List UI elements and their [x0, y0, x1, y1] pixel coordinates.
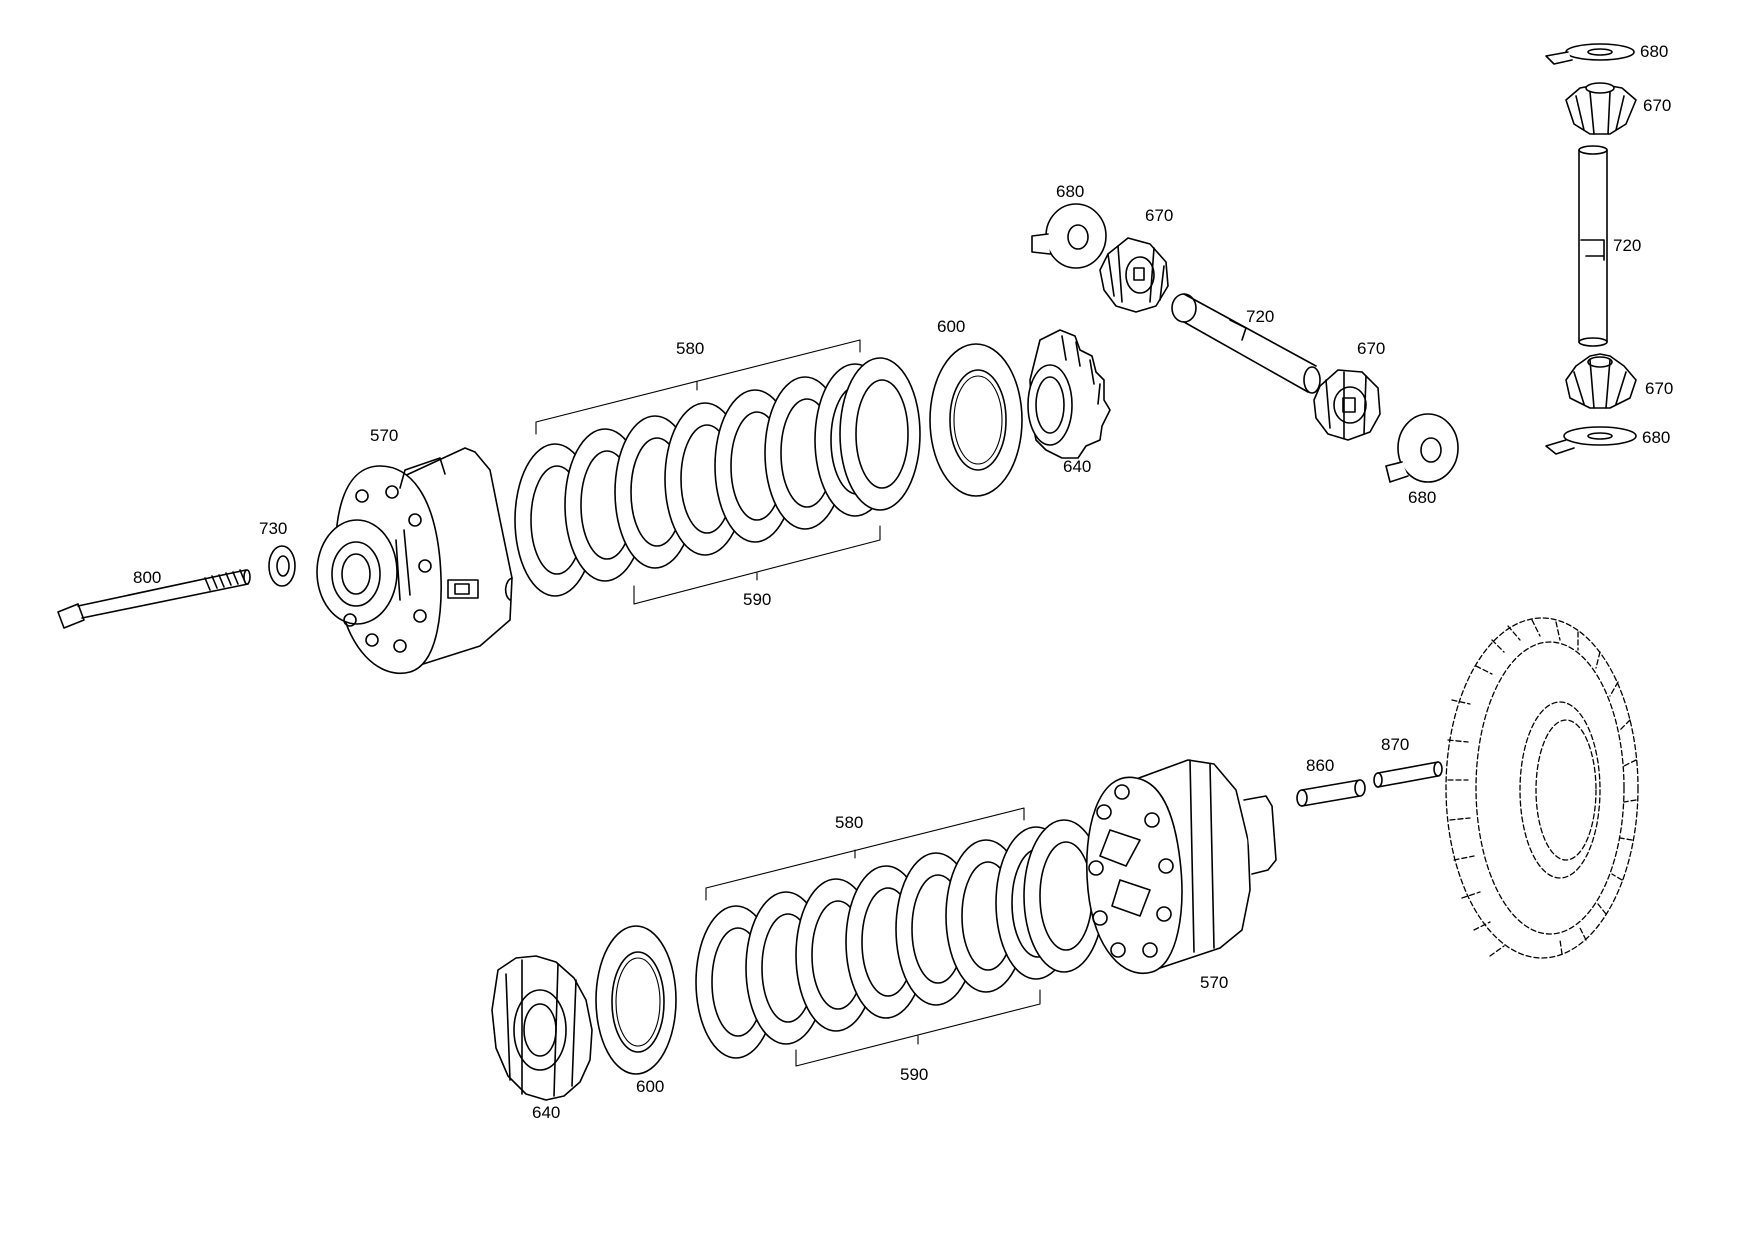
- callout-670-stack-top: 670: [1643, 96, 1672, 115]
- pin-860: [1296, 779, 1366, 807]
- thrust-washer-680-stack-top: [1545, 43, 1635, 65]
- callout-640-top: 640: [1063, 457, 1092, 476]
- washer-730: [268, 545, 296, 587]
- thrust-washer-680-mid-right: [1385, 413, 1459, 483]
- callout-670-stack-bottom: 670: [1645, 379, 1674, 398]
- housing-570-bottom: [1085, 759, 1277, 975]
- pinion-670-mid-top: [1099, 237, 1169, 313]
- callout-680-mid-right: 680: [1408, 488, 1437, 507]
- thrust-washer-680-stack-bottom: [1545, 426, 1637, 455]
- cross-pin-720-stack: [1578, 145, 1608, 347]
- callout-600-top: 600: [937, 317, 966, 336]
- callout-870: 870: [1381, 735, 1410, 754]
- pinion-stack-right: [1545, 43, 1637, 455]
- callout-680-mid-top: 680: [1056, 182, 1085, 201]
- callout-800: 800: [133, 568, 162, 587]
- disc-600-top: [929, 343, 1023, 497]
- pin-870: [1373, 761, 1443, 788]
- callout-720-stack: 720: [1613, 236, 1642, 255]
- callout-860: 860: [1306, 756, 1335, 775]
- ring-gear-dashed: [1445, 617, 1639, 959]
- cross-pin-720-mid: [1171, 293, 1321, 394]
- housing-570-top: [316, 447, 513, 675]
- plate-stack-580-590-bottom: [695, 807, 1105, 1067]
- callout-680-stack-top: 680: [1640, 42, 1669, 61]
- disc-600-bottom: [595, 925, 677, 1075]
- callout-590-bottom: 590: [900, 1065, 929, 1084]
- pinion-670-stack-bottom: [1565, 353, 1637, 409]
- callout-670-mid-top: 670: [1145, 206, 1174, 225]
- side-gear-640-top: [1027, 329, 1111, 459]
- callout-720-mid: 720: [1246, 307, 1275, 326]
- callout-570-bottom: 570: [1200, 973, 1229, 992]
- pinion-670-mid-right: [1313, 369, 1381, 441]
- callout-600-bottom: 600: [636, 1077, 665, 1096]
- callout-590-top: 590: [743, 590, 772, 609]
- callout-670-mid-right: 670: [1357, 339, 1386, 358]
- thrust-washer-680-mid-top: [1031, 203, 1107, 269]
- callout-730: 730: [259, 519, 288, 538]
- pinion-670-stack-top: [1565, 82, 1637, 135]
- callout-680-stack-bottom: 680: [1642, 428, 1671, 447]
- callout-640-bottom: 640: [532, 1103, 561, 1122]
- plate-stack-580-590-top: [514, 339, 921, 605]
- callout-580-top: 580: [676, 339, 705, 358]
- callout-570-top: 570: [370, 426, 399, 445]
- callout-580-bottom: 580: [835, 813, 864, 832]
- side-gear-640-bottom: [491, 955, 593, 1101]
- bolt-800: [57, 569, 251, 629]
